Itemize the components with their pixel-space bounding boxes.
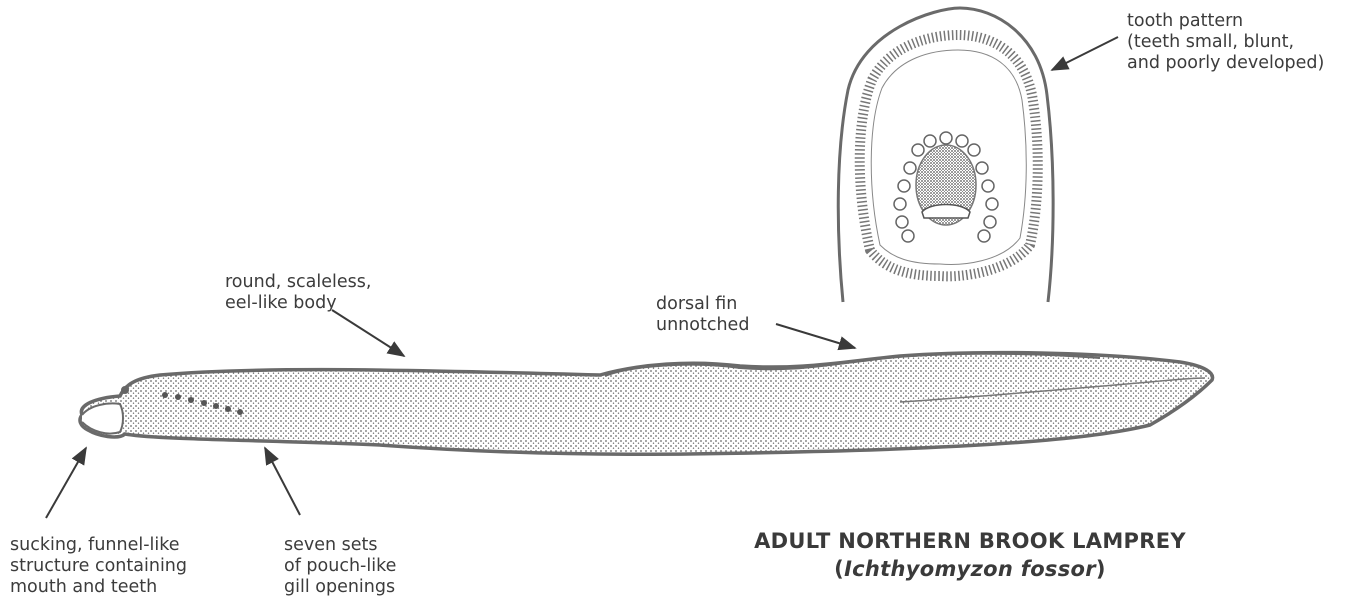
species-name: Ichthyomyzon fossor — [844, 557, 1096, 581]
mouth-label: sucking, funnel-like structure containin… — [10, 535, 187, 598]
tooth-pattern-arrow — [1052, 37, 1118, 70]
gills-arrow — [265, 448, 300, 515]
body-arrow — [332, 310, 404, 356]
dorsal-fin-arrow — [776, 324, 855, 348]
diagram-title: ADULT NORTHERN BROOK LAMPREY (Ichthyomyz… — [690, 527, 1250, 583]
gills-label: seven sets of pouch-like gill openings — [284, 535, 396, 598]
eye — [121, 386, 129, 394]
title-line: ADULT NORTHERN BROOK LAMPREY — [690, 527, 1250, 555]
mouth-arrow — [46, 448, 86, 518]
dorsal-fin-label: dorsal fin unnotched — [656, 294, 749, 336]
tooth-pattern-label: tooth pattern (teeth small, blunt, and p… — [1127, 11, 1324, 74]
body-label: round, scaleless, eel-like body — [225, 272, 371, 314]
lamprey-body-illustration — [80, 353, 1213, 455]
species-line: (Ichthyomyzon fossor) — [690, 555, 1250, 583]
oral-disc-illustration — [838, 8, 1053, 302]
